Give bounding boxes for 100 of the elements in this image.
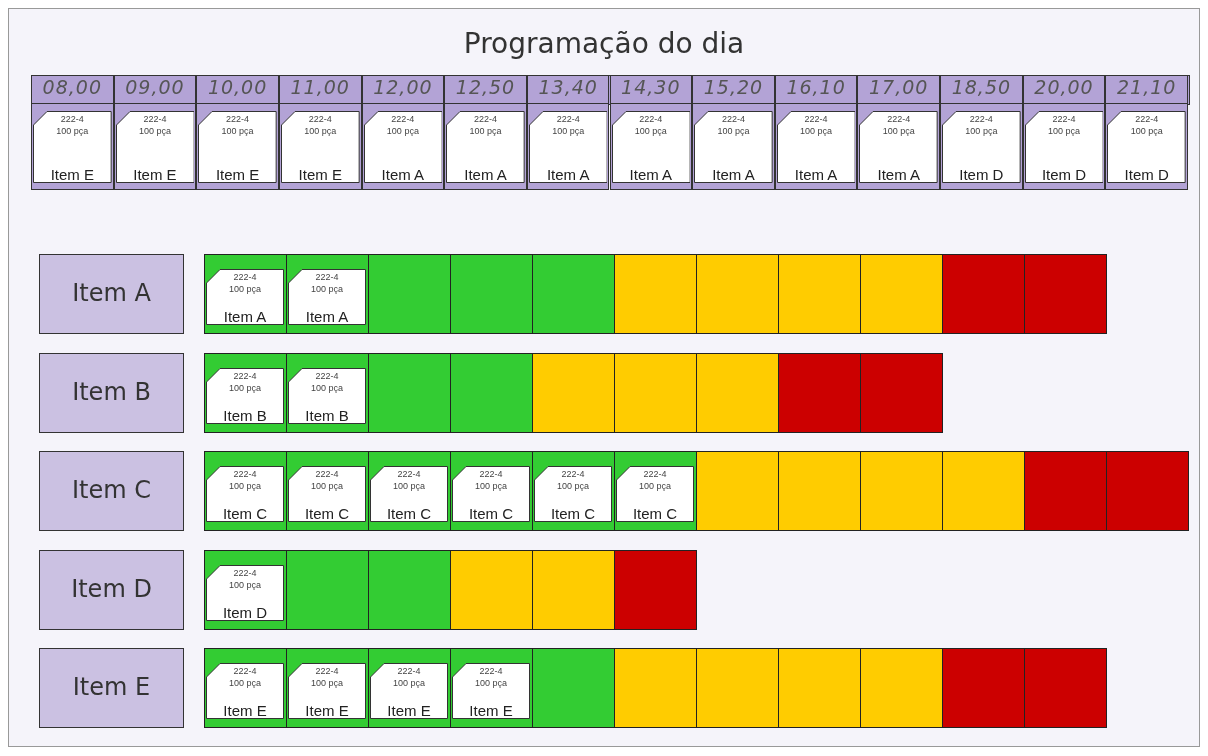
part-number: 222-4 <box>478 469 504 479</box>
kanban-card <box>1107 111 1186 183</box>
time-label: 18,50 <box>950 76 1013 98</box>
time-label: 09,00 <box>124 76 186 98</box>
item-name: Item D <box>1040 166 1088 183</box>
item-label-box <box>39 352 184 433</box>
kanban-card <box>942 111 1021 183</box>
item-name: Item B <box>304 406 350 424</box>
status-cell <box>204 352 287 433</box>
kanban-card <box>206 367 284 424</box>
part-number: 222-4 <box>314 370 340 381</box>
part-number: 222-4 <box>232 272 258 282</box>
item-name: Item C <box>631 505 679 522</box>
status-cell <box>450 549 533 630</box>
status-cell <box>778 254 861 334</box>
part-number: 222-4 <box>473 114 499 124</box>
quantity-text: 100 pça <box>716 126 751 136</box>
status-cell <box>1024 648 1107 728</box>
schedule-slot <box>526 75 610 190</box>
quantity-text: 100 pça <box>392 678 426 688</box>
part-number: 222-4 <box>478 666 504 676</box>
kanban-card <box>198 111 277 183</box>
quantity-text: 100 pça <box>638 481 672 491</box>
kanban-card <box>694 111 773 183</box>
status-cell <box>204 549 287 630</box>
item-label-box <box>39 549 184 630</box>
part-number: 222-4 <box>232 666 258 676</box>
kanban-card <box>288 367 366 424</box>
status-cell <box>696 352 779 433</box>
status-cell <box>204 451 287 531</box>
item-name: Item C <box>385 505 433 522</box>
status-cell <box>204 648 287 728</box>
status-cell <box>450 648 533 728</box>
item-name: Item E <box>297 166 343 183</box>
time-label: 17,00 <box>868 76 930 98</box>
status-cell <box>532 254 615 334</box>
quantity-text: 100 pça <box>392 481 426 491</box>
item-name: Item E <box>49 166 95 183</box>
item-label-box <box>39 254 184 334</box>
schedule-slot <box>774 75 858 190</box>
kanban-card <box>446 111 525 183</box>
kanban-card <box>280 111 360 183</box>
status-cell <box>614 648 697 728</box>
part-number: 222-4 <box>232 469 258 479</box>
time-label: 16,10 <box>785 76 847 98</box>
quantity-text: 100 pça <box>310 481 344 491</box>
time-label: 12,50 <box>454 76 517 98</box>
kanban-card <box>616 466 694 522</box>
quantity-text: 100 pça <box>1129 126 1164 136</box>
kanban-card <box>363 111 443 183</box>
kanban-card <box>206 564 284 621</box>
quantity-text: 100 pça <box>474 481 508 491</box>
item-name: Item C <box>71 476 152 504</box>
status-cell <box>450 254 533 334</box>
status-cell <box>286 648 369 728</box>
quantity-text: 100 pça <box>799 126 834 136</box>
kanban-card <box>288 663 366 719</box>
kanban-card <box>370 663 448 719</box>
item-name: Item A <box>380 166 426 183</box>
kanban-card <box>206 466 284 522</box>
part-number: 222-4 <box>390 114 416 124</box>
status-cell <box>286 549 369 630</box>
quantity-text: 100 pça <box>633 126 668 136</box>
schedule-slot <box>609 75 693 190</box>
status-cell <box>696 648 779 728</box>
time-label: 13,40 <box>537 76 599 98</box>
status-cell <box>614 254 697 334</box>
quantity-text: 100 pça <box>228 284 262 294</box>
status-cell <box>778 648 861 728</box>
quantity-text: 100 pça <box>551 126 586 136</box>
item-label-box <box>39 648 184 728</box>
part-number: 222-4 <box>307 114 333 124</box>
status-cell <box>860 254 943 334</box>
status-cell <box>614 549 697 630</box>
item-name: Item A <box>545 166 591 183</box>
time-label: 21,10 <box>1115 76 1178 98</box>
status-cell <box>368 549 451 630</box>
part-number: 222-4 <box>638 114 664 124</box>
status-cell <box>1024 254 1107 334</box>
quantity-text: 100 pça <box>137 126 172 136</box>
quantity-text: 100 pça <box>228 678 262 688</box>
part-number: 222-4 <box>59 114 85 124</box>
kanban-card <box>115 111 195 183</box>
part-number: 222-4 <box>314 272 340 282</box>
status-cell <box>696 254 779 334</box>
item-name: Item C <box>221 505 269 522</box>
time-label: 11,00 <box>289 76 351 98</box>
kanban-card <box>528 111 608 183</box>
status-cell <box>204 254 287 334</box>
item-name: Item C <box>303 505 351 522</box>
status-cell <box>450 451 533 531</box>
status-cell <box>1024 451 1107 531</box>
part-number: 222-4 <box>642 469 668 479</box>
status-cell <box>286 451 369 531</box>
quantity-text: 100 pça <box>310 382 344 393</box>
kanban-card <box>452 466 530 522</box>
time-label: 15,20 <box>702 76 765 98</box>
part-number: 222-4 <box>1051 114 1077 124</box>
time-label: 08,00 <box>41 76 103 98</box>
part-number: 222-4 <box>560 469 586 479</box>
